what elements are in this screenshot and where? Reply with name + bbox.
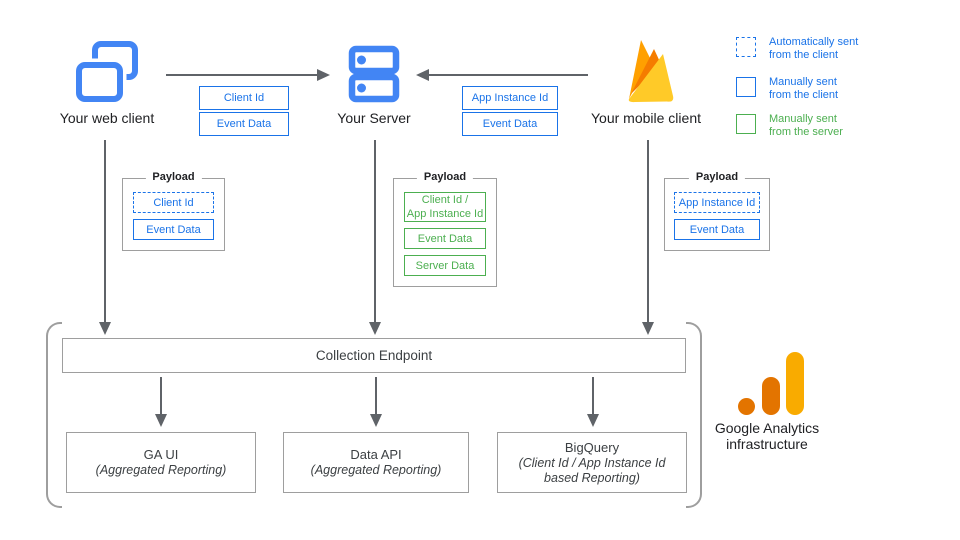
legend-swatch-auto-client-icon [736,37,756,57]
arrow-web-down-head-icon [99,322,111,335]
edge-label-event-data-mobile: Event Data [462,112,558,136]
arrow-endpoint-dataapi-line [375,377,377,415]
web-client-label: Your web client [59,110,155,126]
arrow-endpoint-bigquery-line [592,377,594,415]
payload-server-client-app-id: Client Id / App Instance Id [404,192,486,222]
arrow-mobile-down-line [647,140,649,324]
edge-label-event-data-web: Event Data [199,112,289,136]
ga-infrastructure-label: Google Analytics infrastructure [714,420,820,452]
payload-mobile-app-instance-id: App Instance Id [674,192,760,213]
infrastructure-bracket-right [686,322,702,508]
web-client-icon [76,41,138,104]
arrow-endpoint-gaui-line [160,377,162,415]
arrow-mobile-to-server-line [428,74,588,76]
mobile-client-label: Your mobile client [591,110,701,126]
payload-web-client-id: Client Id [133,192,214,213]
payload-mobile-title: Payload [688,171,746,183]
arrow-web-to-server-head-icon [317,69,330,81]
payload-web-title: Payload [145,171,202,183]
service-bigquery: BigQuery (Client Id / App Instance Id ba… [497,432,687,493]
arrow-server-down-head-icon [369,322,381,335]
arrow-endpoint-dataapi-head-icon [370,414,382,427]
edge-label-client-id: Client Id [199,86,289,110]
arrow-server-down-line [374,140,376,324]
arrow-mobile-down-head-icon [642,322,654,335]
payload-web: Payload Client Id Event Data [122,171,225,251]
ga-logo-dot-icon [738,398,755,415]
legend-label-manual-client: Manually sent from the client [769,76,839,101]
legend-swatch-manual-server-icon [736,114,756,134]
ga-logo-tall-bar-icon [786,352,804,415]
server-label: Your Server [337,110,411,126]
arrow-endpoint-gaui-head-icon [155,414,167,427]
infrastructure-bracket-left [46,322,62,508]
firebase-icon [628,40,674,103]
legend-swatch-manual-client-icon [736,77,756,97]
arrow-endpoint-bigquery-head-icon [587,414,599,427]
collection-endpoint-box: Collection Endpoint [62,338,686,373]
service-ga-ui-name: GA UI [143,447,179,462]
service-ga-ui-subtitle: (Aggregated Reporting) [95,463,227,477]
ga-logo-mid-bar-icon [762,377,780,415]
arrow-web-down-line [104,140,106,324]
edge-label-app-instance-id: App Instance Id [462,86,558,110]
service-bigquery-name: BigQuery [564,439,620,455]
payload-mobile: Payload App Instance Id Event Data [664,171,770,251]
service-data-api: Data API (Aggregated Reporting) [283,432,469,493]
arrow-web-to-server-line [166,74,318,76]
arrow-mobile-to-server-head-icon [416,69,429,81]
payload-mobile-event-data: Event Data [674,219,760,240]
payload-server-event-data: Event Data [404,228,486,249]
legend-label-auto-client: Automatically sent from the client [769,36,859,61]
payload-server-server-data: Server Data [404,255,486,276]
service-ga-ui: GA UI (Aggregated Reporting) [66,432,256,493]
payload-server: Payload Client Id / App Instance Id Even… [393,171,497,287]
service-data-api-name: Data API [350,447,402,462]
legend-label-manual-server: Manually sent from the server [769,113,843,138]
service-bigquery-subtitle: (Client Id / App Instance Id based Repor… [518,455,666,485]
service-data-api-subtitle: (Aggregated Reporting) [310,463,442,477]
payload-server-title: Payload [416,171,474,183]
payload-web-event-data: Event Data [133,219,214,240]
server-icon [348,45,400,103]
